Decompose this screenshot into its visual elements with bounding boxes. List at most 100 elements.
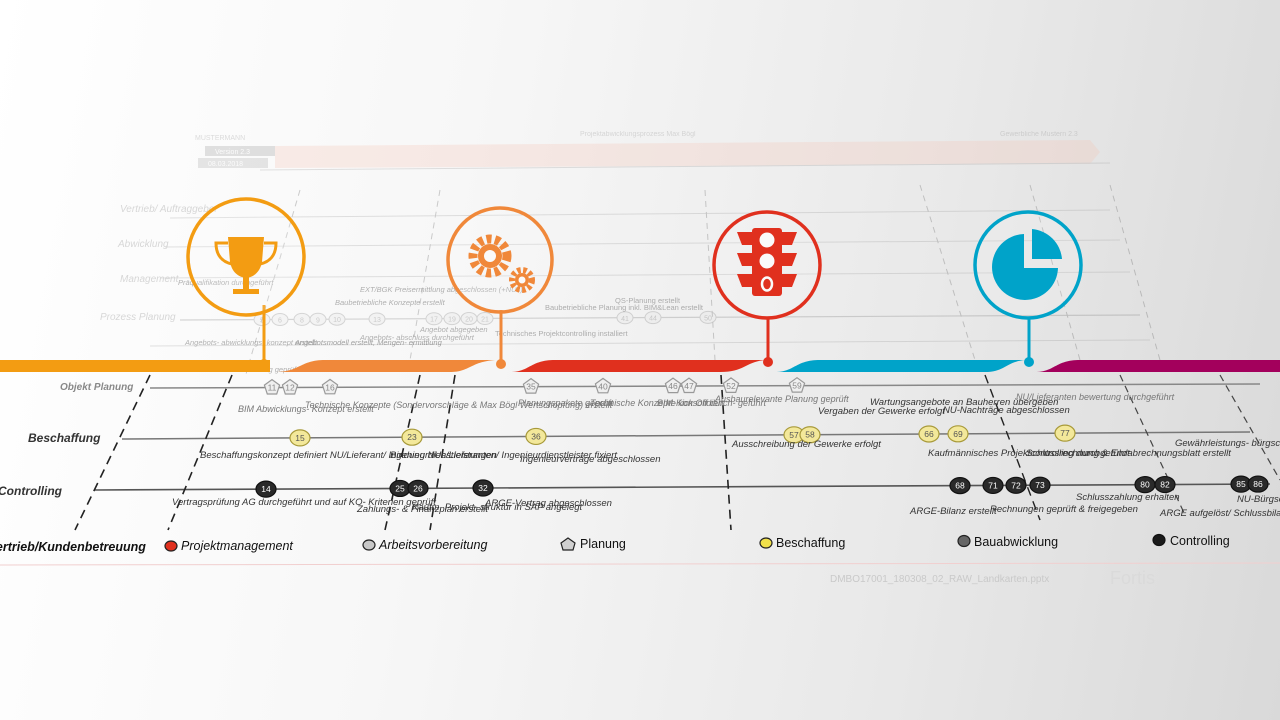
milestone-82[interactable]: 82 (1154, 475, 1176, 494)
milestone-72[interactable]: 72 (1005, 476, 1027, 494)
phase-divider (1219, 374, 1280, 481)
pin-dot (763, 357, 773, 367)
ms-label-16: Technische Konzepte (Sondervorschläge & … (305, 400, 613, 410)
svg-text:20: 20 (465, 317, 473, 324)
milestone-71[interactable]: 71 (982, 476, 1004, 495)
ms-label: Ausbaurelevante Planung geprüft (714, 394, 849, 404)
faded-milestone-20: 20 (460, 312, 478, 326)
milestone-shape (722, 377, 740, 393)
milestone-25[interactable]: 25 (389, 479, 411, 498)
footer-watermark: Fortis (1110, 568, 1155, 588)
phase-tag: Gewerbliche Mustern 2.3 (1000, 131, 1078, 138)
milestone-73[interactable]: 73 (1029, 476, 1051, 494)
milestone-36[interactable]: 36 (525, 427, 547, 446)
faded-milestone-21: 21 (476, 311, 494, 325)
traffic-light-pin[interactable] (712, 210, 822, 367)
ms-label-36: Ingenieurverträge abgeschlossen (520, 454, 660, 465)
faded-label: Angebotsmodell erstellt, Mengen- ermittl… (294, 338, 443, 347)
milestone-shape (1247, 475, 1269, 493)
milestone-14[interactable]: 14 (255, 480, 277, 498)
milestone-47[interactable]: 47 (680, 377, 698, 394)
milestone-number: 35 (526, 382, 536, 392)
legend-vertrieb: Vertrieb/Kundenbetreuung (0, 540, 146, 554)
svg-text:8: 8 (300, 317, 304, 324)
lane-line-abwicklung (164, 239, 1121, 248)
milestone-16[interactable]: 16 (321, 378, 339, 395)
trophy-pin[interactable] (186, 197, 306, 369)
phase-divider (74, 374, 151, 531)
milestone-58[interactable]: 58 (799, 426, 821, 444)
pie-chart-pin[interactable] (973, 210, 1083, 367)
milestone-number: 72 (1011, 480, 1021, 490)
phase-divider (384, 374, 421, 531)
milestone-80[interactable]: 80 (1134, 476, 1156, 494)
lane-label-vertrieb: Vertrieb/ Auftraggeber (120, 204, 218, 215)
milestone-shape (281, 378, 299, 395)
milestone-shape (799, 426, 821, 444)
faded-milestone-8: 8 (293, 312, 311, 326)
phase-divider (429, 374, 456, 531)
ms-label: Technische Konzepte konsolidiert (590, 398, 724, 408)
milestone-number: 14 (261, 484, 271, 494)
milestone-number: 82 (1160, 480, 1170, 490)
ms-label-26: Kaufm. Projekt- struktur in SAP angelegt (412, 502, 583, 513)
svg-text:50: 50 (704, 315, 712, 322)
svg-text:19: 19 (448, 317, 456, 324)
lane-label-prozess-planung: Prozess Planung (100, 312, 176, 323)
milestone-46[interactable]: 46 (664, 377, 682, 394)
milestone-shape (472, 479, 494, 497)
faded-milestone-13: 13 (368, 312, 386, 326)
phase-segment-5 (1035, 360, 1280, 372)
faded-milestone-6: 6 (271, 313, 289, 326)
milestone-12[interactable]: 12 (281, 378, 299, 395)
faded-milestone-9: 9 (309, 312, 327, 326)
phase-segment-1 (0, 360, 260, 372)
milestone-number: 66 (924, 429, 934, 439)
faded-milestone-17: 17 (425, 312, 443, 326)
milestones-beschaffung: 15 23 36 57 58 66 69 77 (289, 424, 1076, 447)
ms-label-66: Wartungsangebote an Bauherren übergeben (870, 397, 1058, 408)
milestone-69[interactable]: 69 (947, 425, 969, 443)
milestone-35[interactable]: 35 (522, 377, 540, 394)
ms-label-57: Ausschreibung der Gewerke erfolgt (731, 439, 881, 450)
milestone-26[interactable]: 26 (407, 479, 429, 497)
phase-segment-2 (275, 360, 495, 372)
milestone-number: 25 (395, 483, 405, 493)
milestone-32[interactable]: 32 (472, 479, 494, 497)
milestone-66[interactable]: 66 (918, 425, 940, 443)
ms-label-73: Schlussrechnung & Endabrechnungsblatt er… (1026, 448, 1231, 459)
milestone-59[interactable]: 59 (788, 376, 806, 393)
milestone-86[interactable]: 86 (1247, 475, 1269, 493)
milestone-number: 47 (684, 381, 694, 391)
milestone-shape (788, 376, 806, 393)
milestone-number: 86 (1253, 479, 1263, 489)
gears-pin[interactable] (446, 206, 554, 369)
milestone-52[interactable]: 52 (722, 377, 740, 393)
phase-divider (1109, 184, 1161, 361)
version-label: Version 2.3 (215, 149, 250, 156)
ms-label-11: BIM Abwicklungs- Konzept erstellt (238, 404, 374, 414)
milestone-40[interactable]: 40 (594, 377, 612, 394)
milestone-number: 57 (789, 430, 799, 440)
ms-label-85: Gewährleistungs- bürgschaft zurück (1175, 438, 1280, 449)
milestone-15[interactable]: 15 (289, 429, 311, 447)
milestone-23[interactable]: 23 (401, 428, 423, 446)
faded-label: EXT/BGK Preisermittlung abgeschlossen (+… (360, 285, 523, 294)
milestone-number: 58 (805, 430, 815, 440)
header-meta: MUSTERMANN (195, 135, 245, 142)
legend-bauabwicklung: Bauabwicklung (974, 535, 1058, 549)
faded-label: Angebots- abwicklungs- konzept erstellt (184, 338, 318, 347)
milestone-shape (594, 377, 612, 394)
milestone-number: 73 (1035, 480, 1045, 490)
legend-swatch-arbeitsvorbereitung (362, 539, 376, 551)
milestone-number: 40 (598, 381, 608, 391)
ms-label: Planungspakete geprüft (518, 398, 614, 408)
phase-divider (984, 374, 1041, 521)
milestone-number: 16 (325, 382, 335, 392)
ms-label-69: NU-Nachträge abgeschlossen (943, 405, 1070, 416)
milestone-68[interactable]: 68 (949, 476, 971, 495)
milestone-11[interactable]: 11 (263, 378, 281, 395)
svg-text:21: 21 (481, 316, 489, 323)
milestone-77[interactable]: 77 (1054, 424, 1076, 442)
milestone-shape (947, 425, 969, 443)
